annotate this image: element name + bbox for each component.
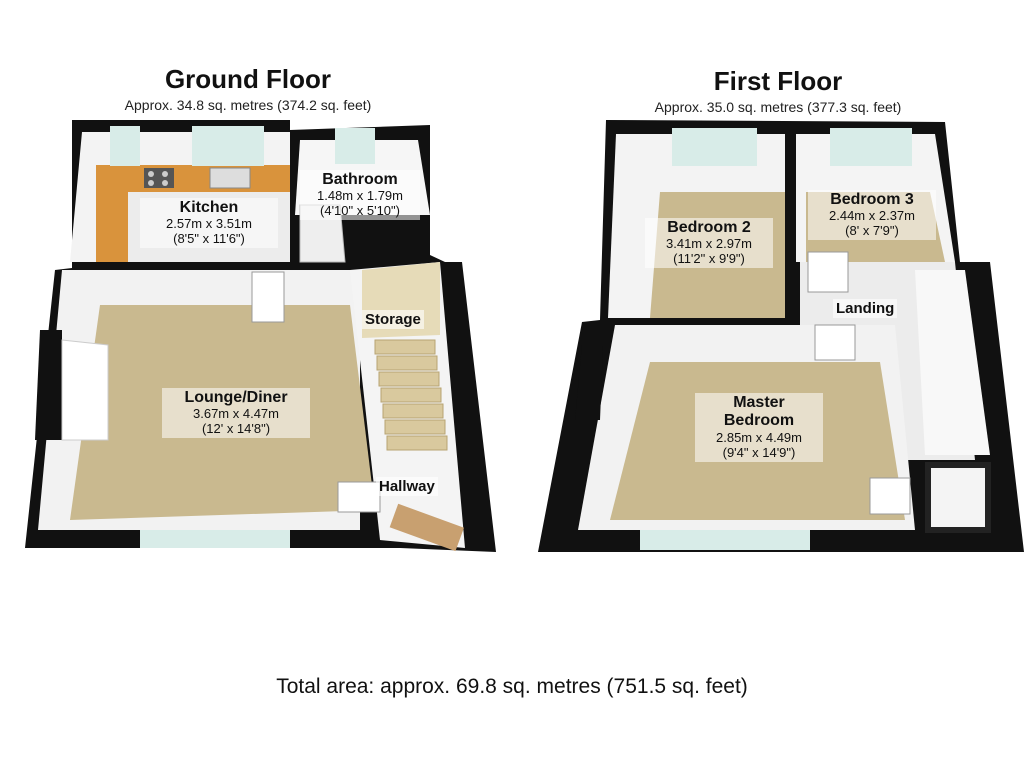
room-name: Kitchen bbox=[179, 199, 239, 216]
lounge-diner-label: Lounge/Diner 3.67m x 4.47m (12' x 14'8") bbox=[162, 388, 310, 439]
room-dim-metric: 3.41m x 2.97m bbox=[666, 236, 752, 252]
sink bbox=[209, 167, 251, 189]
bedroom-2-window bbox=[672, 128, 757, 166]
room-dim-metric: 2.44m x 2.37m bbox=[829, 208, 915, 224]
hallway-label: Hallway bbox=[376, 477, 438, 496]
staircase bbox=[374, 339, 448, 451]
bathroom-window bbox=[335, 128, 375, 164]
storage-label: Storage bbox=[362, 310, 424, 329]
landing-cupboard bbox=[925, 462, 991, 533]
chimney-breast bbox=[35, 330, 62, 440]
kitchen-window-2 bbox=[192, 126, 264, 166]
total-area: Total area: approx. 69.8 sq. metres (751… bbox=[276, 675, 748, 698]
bedroom-2-label: Bedroom 2 3.41m x 2.97m (11'2" x 9'9") bbox=[645, 218, 773, 269]
bathroom-label: Bathroom 1.48m x 1.79m (4'10" x 5'10") bbox=[300, 170, 420, 221]
room-name: Bathroom bbox=[322, 171, 398, 188]
master-door bbox=[814, 324, 856, 361]
hob bbox=[144, 168, 174, 188]
landing-bathroom-area bbox=[915, 270, 990, 455]
room-dim-metric: 2.57m x 3.51m bbox=[166, 216, 252, 232]
landing-label: Landing bbox=[833, 299, 898, 318]
room-name: Bedroom 3 bbox=[830, 191, 914, 208]
room-dim-metric: 2.85m x 4.49m bbox=[716, 429, 802, 445]
ground-floor-area: Approx. 34.8 sq. metres (374.2 sq. feet) bbox=[124, 97, 372, 113]
ground-floor-title: Ground Floor bbox=[164, 64, 332, 94]
lounge-window bbox=[140, 530, 290, 548]
room-dim-imperial: (8'5" x 11'6") bbox=[173, 231, 245, 247]
room-dim-imperial: (12' x 14'8") bbox=[201, 421, 271, 437]
room-dim-imperial: (11'2" x 9'9") bbox=[673, 251, 745, 267]
master-chimney bbox=[575, 345, 603, 420]
bedroom-3-door bbox=[807, 251, 849, 293]
wardrobe-door bbox=[869, 477, 911, 515]
kitchen-label: Kitchen 2.57m x 3.51m (8'5" x 11'6") bbox=[140, 198, 278, 249]
room-name: Master bbox=[733, 394, 785, 411]
first-floor-area: Approx. 35.0 sq. metres (377.3 sq. feet) bbox=[654, 99, 902, 115]
room-name: Bedroom 2 bbox=[667, 219, 751, 236]
bedroom-3-label: Bedroom 3 2.44m x 2.37m (8' x 7'9") bbox=[808, 190, 936, 241]
room-name-line-2: Bedroom bbox=[723, 412, 795, 430]
room-dim-imperial: (4'10" x 5'10") bbox=[320, 203, 400, 219]
room-name: Lounge/Diner bbox=[184, 389, 288, 406]
lounge-door bbox=[251, 271, 285, 323]
room-dim-metric: 1.48m x 1.79m bbox=[317, 188, 403, 204]
chimney-face bbox=[61, 339, 109, 441]
room-dim-imperial: (9'4" x 14'9") bbox=[722, 444, 796, 460]
first-floor-title: First Floor bbox=[713, 66, 843, 96]
front-door bbox=[389, 503, 464, 552]
room-dim-metric: 3.67m x 4.47m bbox=[193, 406, 279, 422]
hallway-door bbox=[337, 481, 381, 513]
master-bedroom-label: Master Bedroom 2.85m x 4.49m (9'4" x 14'… bbox=[695, 393, 823, 462]
kitchen-worktop bbox=[96, 165, 290, 262]
room-dim-imperial: (8' x 7'9") bbox=[845, 223, 899, 239]
master-window bbox=[640, 530, 810, 550]
first-floor-plan bbox=[538, 120, 1024, 552]
bedroom-3-window bbox=[830, 128, 912, 166]
kitchen-window-1 bbox=[110, 126, 140, 166]
